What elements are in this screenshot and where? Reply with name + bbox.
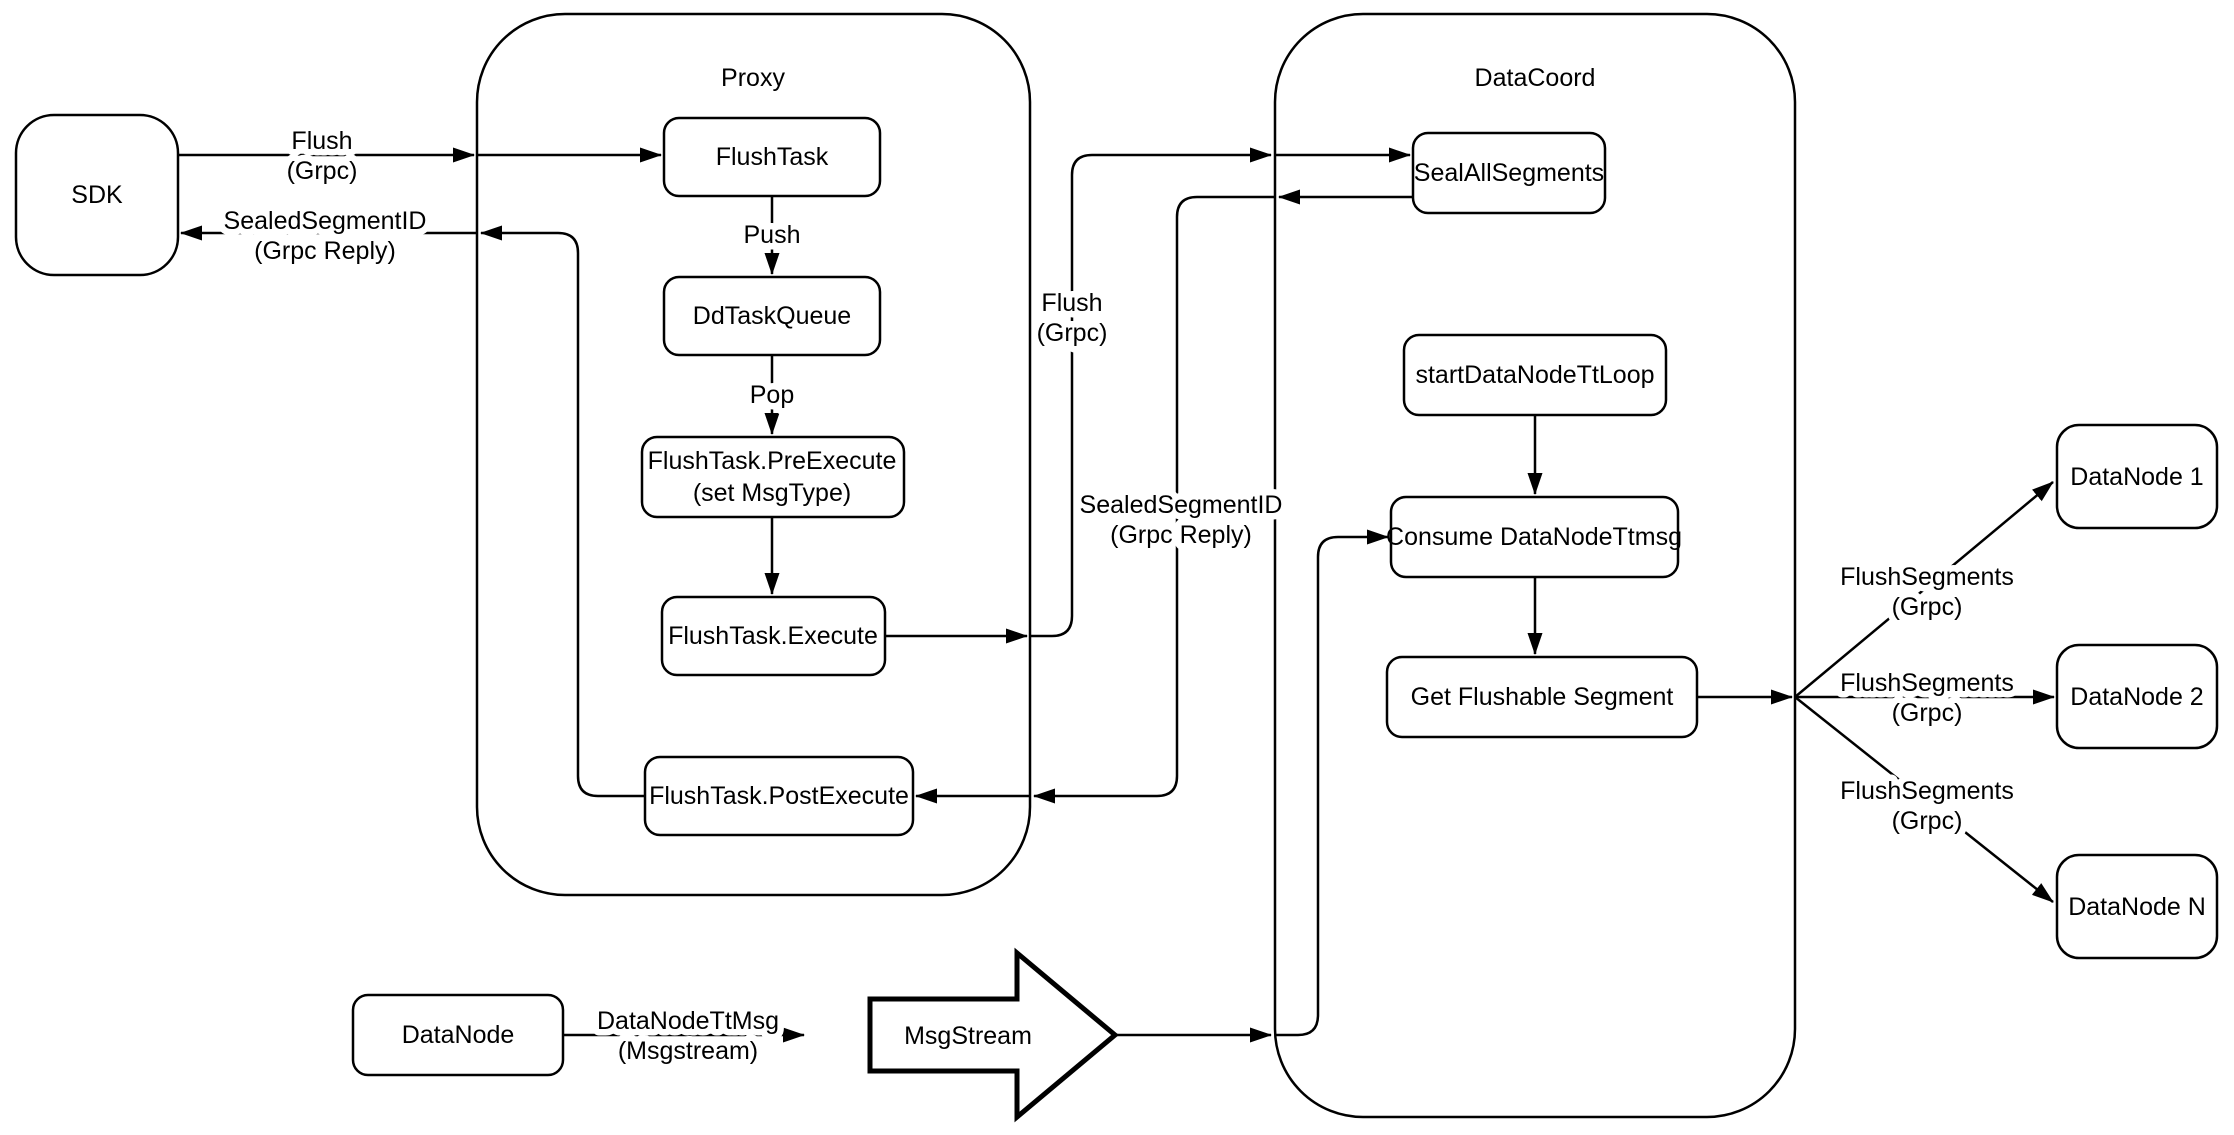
edge-label-sealedsegmentid-proxy: SealedSegmentID (Grpc Reply) bbox=[1073, 485, 1289, 556]
getflushablesegment-box bbox=[1385, 655, 1699, 739]
edge-postexecute-to-sdk bbox=[180, 225, 645, 798]
node-flushtask: FlushTask bbox=[662, 116, 882, 198]
flushtask-box bbox=[662, 116, 882, 198]
edge-label-flush-sdk-line2: (Grpc) bbox=[287, 157, 358, 185]
msgstream-label: MsgStream bbox=[904, 1022, 1032, 1050]
node-sdk: SDK bbox=[14, 113, 180, 277]
sealallsegments-box bbox=[1411, 131, 1607, 215]
node-datanoden: DataNode N bbox=[2055, 853, 2219, 960]
startdatanodettloop-box bbox=[1402, 333, 1668, 417]
sealallsegments-label: SealAllSegments bbox=[1414, 159, 1604, 187]
edge-label-sealedsegmentid-sdk: SealedSegmentID (Grpc Reply) bbox=[217, 201, 433, 272]
edge-msgstream-to-consume bbox=[1115, 529, 1389, 1043]
edge-label-flushsegments-2: FlushSegments (Grpc) bbox=[1834, 663, 2021, 734]
startdatanodettloop-label: startDataNodeTtLoop bbox=[1415, 361, 1654, 389]
sdk-box bbox=[14, 113, 180, 277]
edge-label-flushsegments-n-line1: FlushSegments bbox=[1840, 777, 2014, 805]
getflushablesegment-label: Get Flushable Segment bbox=[1411, 683, 1674, 711]
preexecute-label-line2: (set MsgType) bbox=[693, 479, 851, 507]
edge-label-pop: Pop bbox=[750, 381, 794, 409]
datanoden-box bbox=[2055, 853, 2219, 960]
sdk-label: SDK bbox=[71, 181, 123, 209]
execute-box bbox=[660, 595, 887, 677]
ddtaskqueue-box bbox=[662, 275, 882, 357]
edge-label-flush-sdk-line1: Flush bbox=[291, 127, 352, 155]
node-startdatanodettloop: startDataNodeTtLoop bbox=[1402, 333, 1668, 417]
edge-label-datanodettmsg-line2: (Msgstream) bbox=[618, 1037, 758, 1065]
edge-execute-to-sealallsegments bbox=[885, 147, 1411, 644]
node-execute: FlushTask.Execute bbox=[660, 595, 887, 677]
node-datanode-bottom: DataNode bbox=[351, 993, 565, 1077]
edge-label-flush-proxy-datacoord-line2: (Grpc) bbox=[1037, 319, 1108, 347]
postexecute-label: FlushTask.PostExecute bbox=[649, 782, 909, 810]
edge-label-flushsegments-1-line2: (Grpc) bbox=[1892, 593, 1963, 621]
datanode2-box bbox=[2055, 643, 2219, 750]
node-ddtaskqueue: DdTaskQueue bbox=[662, 275, 882, 357]
flushtask-label: FlushTask bbox=[716, 143, 829, 171]
edge-label-flushsegments-n-line2: (Grpc) bbox=[1892, 807, 1963, 835]
execute-label: FlushTask.Execute bbox=[668, 622, 878, 650]
datanode1-box bbox=[2055, 423, 2219, 530]
edge-label-flush-proxy-datacoord-line1: Flush bbox=[1041, 289, 1102, 317]
node-getflushablesegment: Get Flushable Segment bbox=[1385, 655, 1699, 739]
consumedatanodettmsg-label: Consume DataNodeTtmsg bbox=[1386, 523, 1682, 551]
node-preexecute: FlushTask.PreExecute (set MsgType) bbox=[640, 435, 906, 519]
msgstream-block-arrow bbox=[867, 947, 1119, 1123]
edge-label-flushsegments-2-line1: FlushSegments bbox=[1840, 669, 2014, 697]
edge-label-flush-proxy-datacoord: Flush (Grpc) bbox=[1030, 283, 1114, 354]
edge-fan-to-datanode1 bbox=[1794, 481, 2054, 698]
edge-label-datanodettmsg: DataNodeTtMsg (Msgstream) bbox=[590, 1001, 785, 1072]
edge-label-sealedsegmentid-proxy-line1: SealedSegmentID bbox=[1080, 491, 1283, 519]
proxy-container: Proxy bbox=[475, 12, 1032, 897]
datanode2-label: DataNode 2 bbox=[2070, 683, 2203, 711]
node-consumedatanodettmsg: Consume DataNodeTtmsg bbox=[1386, 495, 1682, 579]
node-datanode1: DataNode 1 bbox=[2055, 423, 2219, 530]
datanoden-label: DataNode N bbox=[2068, 893, 2206, 921]
node-datanode2: DataNode 2 bbox=[2055, 643, 2219, 750]
datanode-bottom-label: DataNode bbox=[402, 1021, 515, 1049]
edge-datacoord-to-proxy-border bbox=[1033, 195, 1275, 804]
ddtaskqueue-label: DdTaskQueue bbox=[693, 302, 851, 330]
edge-label-flushsegments-2-line2: (Grpc) bbox=[1892, 699, 1963, 727]
edge-proxy-to-datacoord-border bbox=[1030, 147, 1272, 638]
edge-label-sealedsegmentid-sdk-line1: SealedSegmentID bbox=[224, 207, 427, 235]
datacoord-container: DataCoord bbox=[1273, 12, 1797, 1119]
edge-label-flush-sdk: Flush (Grpc) bbox=[280, 121, 364, 192]
edge-fan-to-datanoden bbox=[1794, 696, 2054, 903]
postexecute-box bbox=[643, 755, 915, 837]
datacoord-container-box bbox=[1273, 12, 1797, 1119]
edge-label-push: Push bbox=[744, 221, 801, 249]
edge-label-flushsegments-1-line1: FlushSegments bbox=[1840, 563, 2014, 591]
node-postexecute: FlushTask.PostExecute bbox=[643, 755, 915, 837]
datanode-bottom-box bbox=[351, 993, 565, 1077]
edge-label-flushsegments-1: FlushSegments (Grpc) bbox=[1834, 557, 2021, 628]
edge-label-sealedsegmentid-sdk-line2: (Grpc Reply) bbox=[254, 237, 396, 265]
datacoord-container-title: DataCoord bbox=[1475, 64, 1596, 92]
edge-postexecute-to-proxy-border bbox=[480, 225, 645, 798]
datanode1-label: DataNode 1 bbox=[2070, 463, 2203, 491]
preexecute-box bbox=[640, 435, 906, 519]
preexecute-label-line1: FlushTask.PreExecute bbox=[648, 447, 897, 475]
proxy-container-title: Proxy bbox=[721, 64, 785, 92]
edge-label-flushsegments-n: FlushSegments (Grpc) bbox=[1834, 771, 2021, 842]
edge-sealallsegments-to-postexecute bbox=[915, 189, 1413, 804]
edge-datacoord-border-to-consume bbox=[1275, 529, 1389, 1037]
edge-label-datanodettmsg-line1: DataNodeTtMsg bbox=[597, 1007, 779, 1035]
proxy-container-box bbox=[475, 12, 1032, 897]
node-sealallsegments: SealAllSegments bbox=[1411, 131, 1607, 215]
consumedatanodettmsg-box bbox=[1389, 495, 1680, 579]
node-msgstream: MsgStream bbox=[867, 947, 1119, 1123]
edge-label-sealedsegmentid-proxy-line2: (Grpc Reply) bbox=[1110, 521, 1252, 549]
